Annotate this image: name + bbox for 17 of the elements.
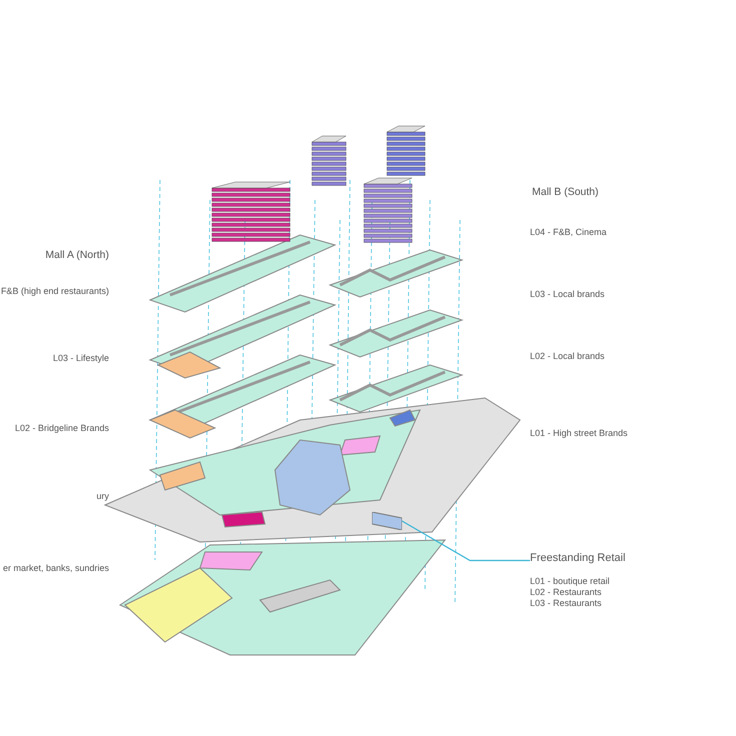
level-label: L03 - Lifestyle — [52, 353, 109, 364]
level-label: L02 - Bridgeline Brands — [14, 423, 109, 434]
level-label: L01 - High street Brands — [530, 428, 628, 439]
level-label: L02 - Local brands — [530, 351, 605, 362]
leader-line — [402, 520, 530, 562]
level-label: L04 - F&B, Cinema — [530, 227, 607, 238]
level-label: F&B (high end restaurants) — [0, 286, 109, 297]
section-heading: Mall A (North) — [45, 250, 109, 261]
level-label: L01 - boutique retail — [530, 576, 610, 587]
level-label: er market, banks, sundries — [2, 563, 109, 574]
level-label: L02 - Restaurants — [530, 587, 602, 598]
level-label: L03 - Restaurants — [530, 598, 602, 609]
retail-block — [372, 512, 402, 530]
level-label: L03 - Local brands — [530, 289, 605, 300]
callout-heading: Freestanding Retail — [530, 553, 626, 564]
level-label: ury — [96, 491, 109, 502]
section-heading: Mall B (South) — [532, 187, 599, 198]
